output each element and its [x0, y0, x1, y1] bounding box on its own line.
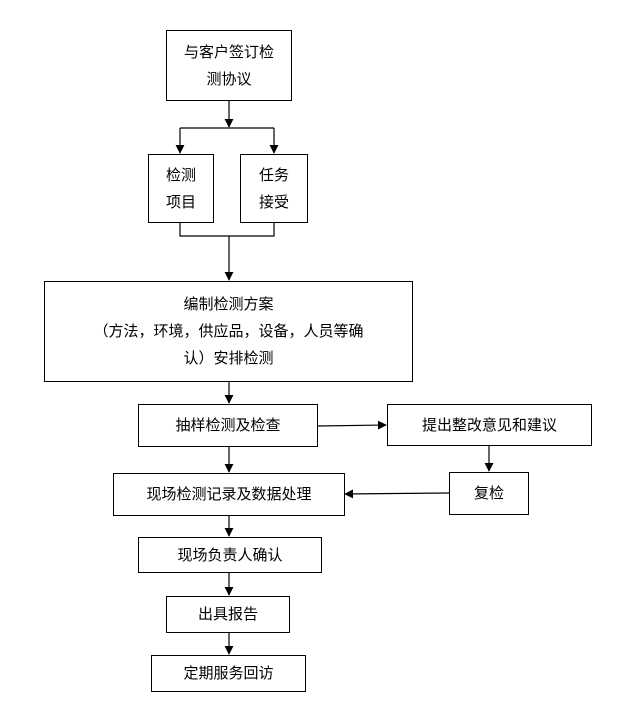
- node-plan: 编制检测方案 （方法，环境，供应品，设备，人员等确 认）安排检测: [44, 281, 413, 382]
- node-task: 任务 接受: [240, 154, 308, 223]
- node-report-label: 出具报告: [197, 605, 258, 623]
- node-items: 检测 项目: [148, 154, 214, 223]
- node-sampling-label: 抽样检测及检查: [175, 416, 281, 434]
- arrow-sampling-to-suggest: [317, 420, 387, 430]
- node-contract: 与客户签订检 测协议: [166, 30, 292, 101]
- node-items-label: 检测 项目: [165, 165, 196, 211]
- node-task-label: 任务 接受: [258, 165, 289, 211]
- arrow-recheck-to-record: [344, 489, 450, 499]
- node-plan-label: 编制检测方案 （方法，环境，供应品，设备，人员等确 认）安排检测: [93, 295, 364, 367]
- node-confirm: 现场负责人确认: [138, 537, 322, 573]
- node-recheck-label: 复检: [473, 484, 504, 502]
- node-record: 现场检测记录及数据处理: [113, 473, 345, 516]
- node-contract-label: 与客户签订检 测协议: [183, 42, 274, 88]
- node-suggest: 提出整改意见和建议: [387, 404, 592, 446]
- node-sampling: 抽样检测及检查: [138, 404, 318, 447]
- merge-bracket: [179, 223, 275, 237]
- node-suggest-label: 提出整改意见和建议: [421, 415, 557, 434]
- node-report: 出具报告: [166, 596, 290, 633]
- node-recheck: 复检: [449, 472, 529, 515]
- node-visit-label: 定期服务回访: [183, 664, 274, 682]
- node-visit: 定期服务回访: [151, 655, 306, 692]
- node-confirm-label: 现场负责人确认: [177, 545, 283, 564]
- node-record-label: 现场检测记录及数据处理: [146, 485, 312, 503]
